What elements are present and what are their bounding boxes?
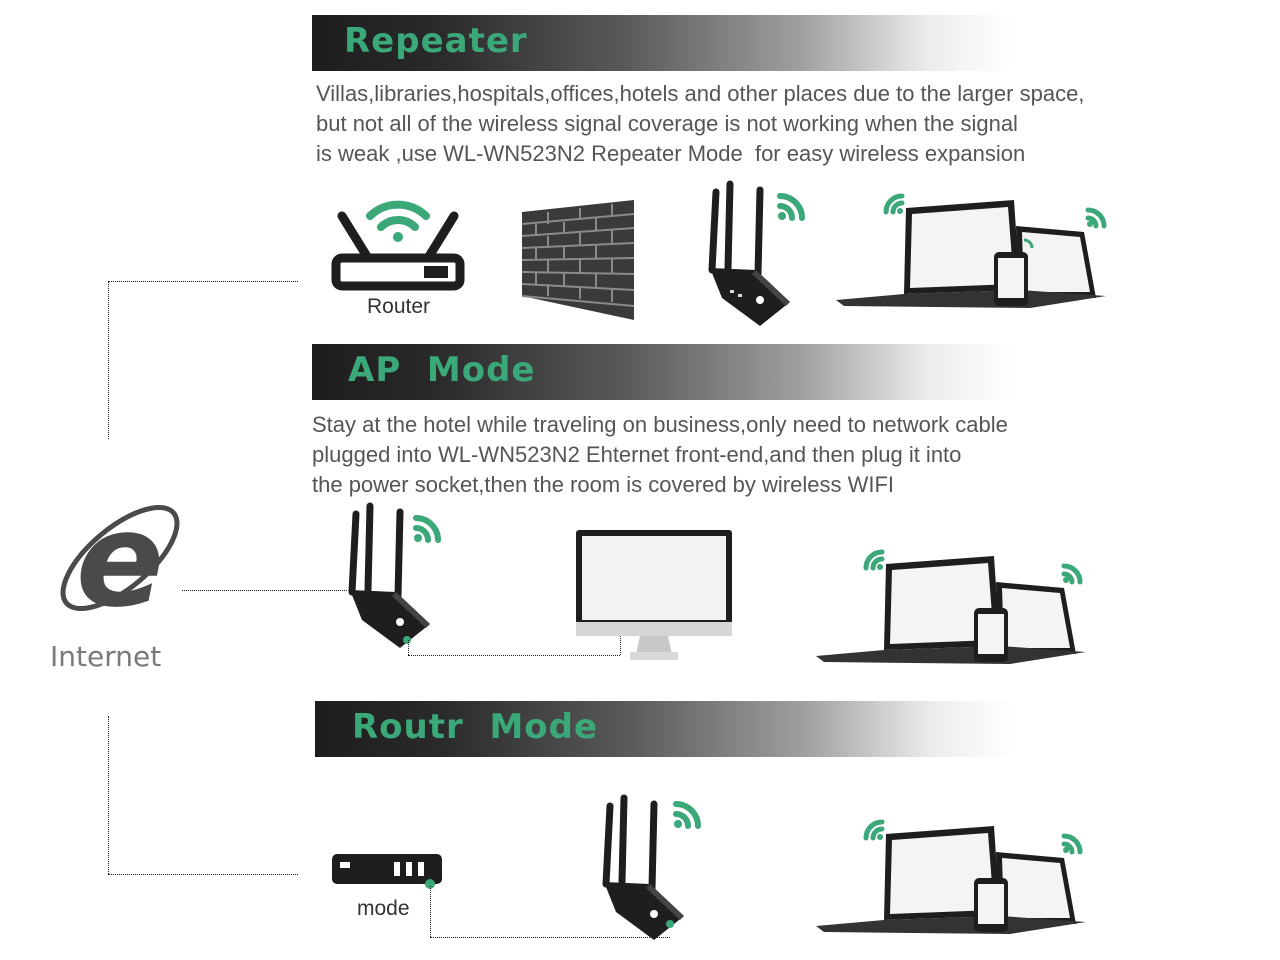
- client-devices-image: [816, 549, 1086, 664]
- section-banner-ap-mode: AP Mode: [312, 344, 1012, 400]
- section-title: Routr Mode: [352, 707, 599, 747]
- router-icon: [331, 200, 465, 291]
- section-title: AP Mode: [348, 350, 536, 390]
- section-title: Repeater: [344, 21, 528, 61]
- cable-line: [430, 886, 431, 937]
- repeater-device-image: [348, 502, 441, 648]
- connector-line: [108, 716, 109, 874]
- internet-label: Internet: [50, 640, 162, 673]
- section-description: Stay at the hotel while traveling on bus…: [312, 410, 1008, 500]
- description-line: plugged into WL-WN523N2 Ehternet front-e…: [312, 442, 962, 467]
- internet-explorer-icon: e: [60, 490, 180, 636]
- description-line: is weak ,use WL-WN523N2 Repeater Mode fo…: [316, 141, 1026, 166]
- description-line: the power socket,then the room is covere…: [312, 472, 895, 497]
- cable-line: [408, 640, 409, 655]
- modem-label: mode: [357, 897, 410, 920]
- repeater-device-image: [708, 180, 805, 326]
- client-devices-image: [816, 819, 1086, 934]
- section-banner-repeater: Repeater: [312, 15, 1012, 71]
- section-banner-router-mode: Routr Mode: [315, 701, 1015, 757]
- client-devices-image: [836, 193, 1107, 308]
- connector-line: [108, 874, 298, 875]
- section-description: Villas,libraries,hospitals,offices,hotel…: [316, 79, 1084, 169]
- connector-line: [108, 281, 109, 439]
- brick-wall-image: [521, 200, 635, 320]
- description-line: but not all of the wireless signal cover…: [316, 111, 1018, 136]
- connector-line: [108, 281, 298, 282]
- router-label: Router: [367, 295, 431, 318]
- cable-line: [408, 655, 620, 656]
- description-line: Villas,libraries,hospitals,offices,hotel…: [316, 81, 1085, 106]
- connector-line: [182, 590, 347, 591]
- cable-line: [620, 636, 621, 655]
- cable-line: [430, 937, 670, 938]
- svg-text:e: e: [76, 490, 164, 636]
- description-line: Stay at the hotel while traveling on bus…: [312, 412, 1008, 437]
- modem-icon: [332, 854, 442, 889]
- repeater-device-image: [602, 794, 701, 940]
- monitor-image: [576, 530, 732, 660]
